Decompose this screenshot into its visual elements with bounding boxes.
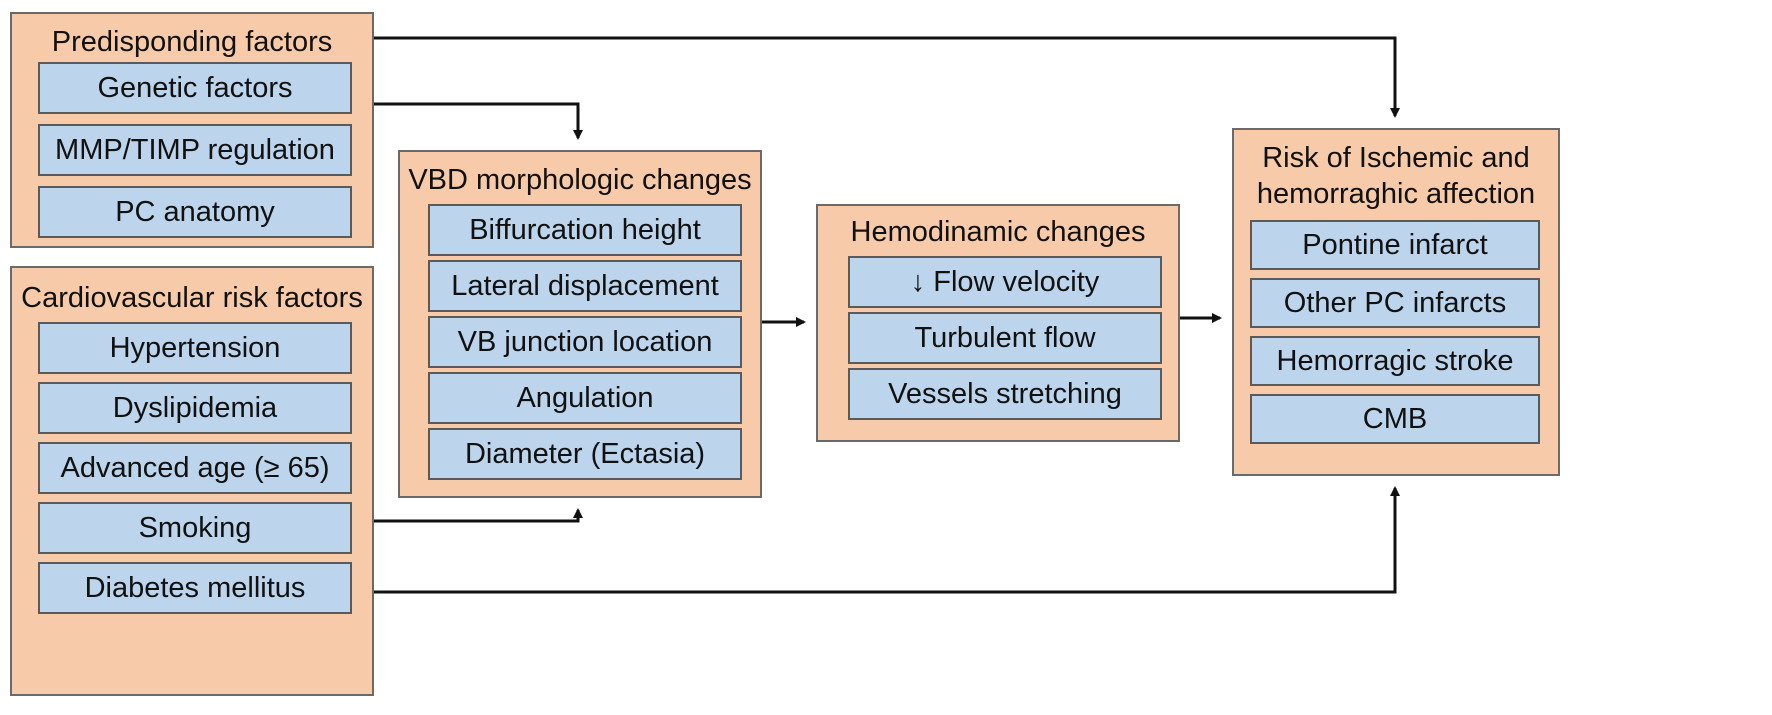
group-title-predisposing: Predisponding factors (51, 26, 333, 58)
item-lateral-displacement: Lateral displacement (428, 260, 742, 312)
item-pontine-infarct: Pontine infarct (1250, 220, 1540, 270)
group-risk-ischemic-hemorrhagic: Risk of Ischemic and hemorraghic affecti… (1232, 128, 1560, 476)
item-angulation: Angulation (428, 372, 742, 424)
arrow-cardiovascular-to-risk (374, 486, 1400, 594)
item-mmp-timp-regulation: MMP/TIMP regulation (38, 124, 352, 176)
group-predisposing-factors: Predisponding factors Genetic factors MM… (10, 12, 374, 248)
item-vessels-stretching: Vessels stretching (848, 368, 1162, 420)
item-hemorragic-stroke: Hemorragic stroke (1250, 336, 1540, 386)
arrow-predisposing-to-vbd (374, 102, 583, 140)
item-dyslipidemia: Dyslipidemia (38, 382, 352, 434)
item-vb-junction-location: VB junction location (428, 316, 742, 368)
item-diabetes-mellitus: Diabetes mellitus (38, 562, 352, 614)
item-diameter-ectasia: Diameter (Ectasia) (428, 428, 742, 480)
item-genetic-factors: Genetic factors (38, 62, 352, 114)
group-title-risk-line2: hemorraghic affection (1256, 178, 1536, 210)
item-biffurcation-height: Biffurcation height (428, 204, 742, 256)
item-advanced-age: Advanced age (≥ 65) (38, 442, 352, 494)
group-title-vbd: VBD morphologic changes (408, 164, 752, 196)
item-pc-anatomy: PC anatomy (38, 186, 352, 238)
item-other-pc-infarcts: Other PC infarcts (1250, 278, 1540, 328)
group-cardiovascular-risk-factors: Cardiovascular risk factors Hypertension… (10, 266, 374, 696)
arrow-predisposing-to-risk (374, 36, 1400, 118)
group-title-cardiovascular: Cardiovascular risk factors (21, 282, 363, 314)
arrow-cardiovascular-to-vbd (374, 508, 583, 523)
group-vbd-morphologic-changes: VBD morphologic changes Biffurcation hei… (398, 150, 762, 498)
group-title-risk-line1: Risk of Ischemic and (1262, 142, 1530, 174)
item-flow-velocity: ↓ Flow velocity (848, 256, 1162, 308)
group-hemodynamic-changes: Hemodinamic changes ↓ Flow velocity Turb… (816, 204, 1180, 442)
group-title-hemodynamic: Hemodinamic changes (850, 216, 1146, 248)
item-smoking: Smoking (38, 502, 352, 554)
item-hypertension: Hypertension (38, 322, 352, 374)
item-turbulent-flow: Turbulent flow (848, 312, 1162, 364)
item-cmb: CMB (1250, 394, 1540, 444)
